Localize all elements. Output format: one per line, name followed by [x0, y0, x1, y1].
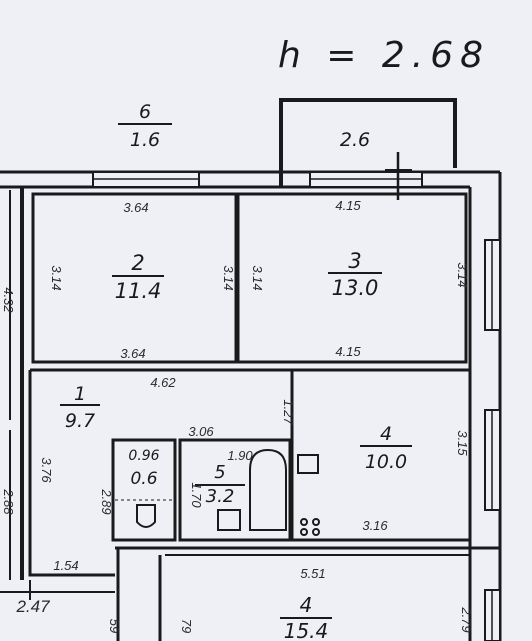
windows	[92, 152, 501, 641]
dimension-label: 4.62	[150, 375, 176, 390]
dimension-label: 1.54	[53, 558, 78, 573]
room-area: 10.0	[365, 451, 407, 473]
dimension-label: 3.14	[250, 265, 265, 290]
dimension-label: 3.14	[455, 262, 470, 287]
room-area: 0.96	[128, 448, 159, 464]
room-number: 1	[74, 383, 86, 405]
burner-icon	[300, 518, 308, 526]
dimension-label: 3.14	[221, 265, 236, 290]
room-area: 1.6	[130, 129, 160, 151]
room-area: 2.6	[340, 129, 370, 151]
burner-icon	[312, 518, 320, 526]
dimension-label: 2.47	[15, 597, 50, 616]
dimension-label: 2.88	[1, 488, 16, 515]
dimension-label: 4.15	[335, 198, 361, 213]
room-number: 3	[348, 249, 361, 273]
dimension-label: 3.64	[120, 346, 145, 361]
dimension-label: 79	[179, 619, 194, 633]
dimension-label: 59	[107, 619, 122, 633]
room-area: 0.6	[130, 469, 157, 489]
dimension-label: 3.76	[39, 457, 54, 483]
room-area: 9.7	[65, 410, 95, 432]
toilet-icon	[136, 504, 156, 528]
dimension-label: 3.16	[362, 518, 388, 533]
room-area: 3.2	[206, 486, 235, 507]
dimension-label: 1.90	[227, 448, 253, 463]
room-area: 11.4	[115, 279, 162, 303]
fraction-bars	[60, 123, 412, 619]
room-area: 15.4	[284, 619, 329, 641]
room-number: 4	[380, 423, 392, 445]
room-area: 13.0	[332, 276, 379, 300]
dimension-label: 2.89	[99, 488, 114, 514]
dimension-label: 4.15	[335, 344, 361, 359]
burner-icon	[300, 528, 308, 536]
room-number: 2	[131, 251, 144, 275]
dimension-label: 3.06	[188, 424, 214, 439]
dimension-label: 3.15	[455, 430, 470, 456]
dimension-label: 1.70	[189, 482, 204, 508]
dimension-label: 3.64	[123, 200, 148, 215]
room-number: 4	[300, 593, 313, 617]
walls	[0, 98, 502, 641]
sink-icon	[217, 509, 241, 531]
room-number: 6	[139, 101, 151, 123]
dimension-label: 1.27	[281, 399, 296, 425]
room-number: 5	[214, 462, 225, 483]
dimension-label: 5.51	[300, 566, 325, 581]
bathtub-icon	[249, 448, 287, 531]
dimension-label: 2.79	[459, 606, 474, 632]
dimension-label: 4.32	[1, 287, 16, 313]
burner-icon	[312, 528, 320, 536]
fixtures	[136, 448, 320, 536]
dimension-label: 3.14	[49, 265, 64, 290]
stove-icon	[297, 454, 319, 474]
